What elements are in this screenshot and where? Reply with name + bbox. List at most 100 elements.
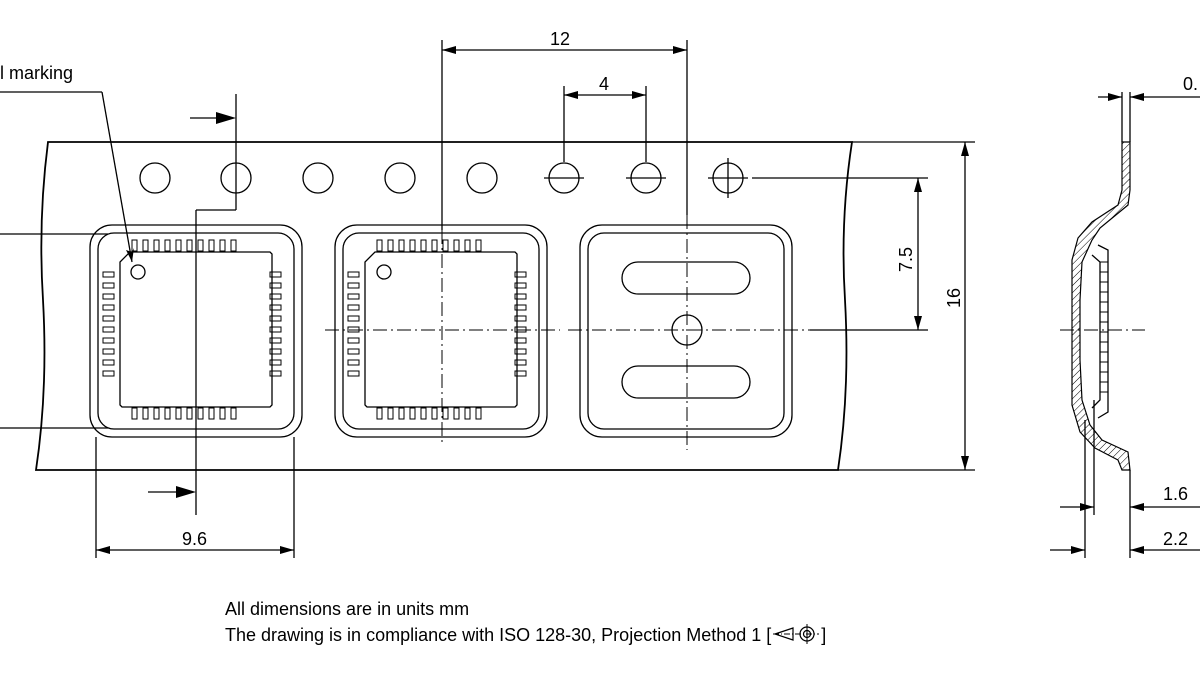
component-pin [347,359,360,366]
center-lines [195,215,810,450]
component-pin [269,348,282,355]
marking-leader [0,91,134,263]
component-pin [131,407,138,420]
component-pin [164,239,171,252]
component-pin [269,304,282,311]
component-pin [269,271,282,278]
projection-method-1-icon [773,624,820,644]
component-pin [164,407,171,420]
pin1-marker [130,264,146,280]
component-pin [376,239,383,252]
component-pin [514,282,527,289]
component-pin [230,407,237,420]
component-pin [514,271,527,278]
component-pin [387,407,394,420]
dimension-4 [563,86,647,162]
component-pin [514,315,527,322]
component-pin [347,282,360,289]
component-pin [514,370,527,377]
sprocket-holes [139,158,748,198]
component-pin [347,337,360,344]
component-pin [153,407,160,420]
component-pin [514,293,527,300]
dim-12-label: 12 [550,29,570,49]
pocket-3-empty [579,224,793,438]
dimension-16 [838,141,975,471]
sprocket-hole [302,162,334,194]
component-pin [420,407,427,420]
dim-top-right-label: 0. [1183,74,1198,94]
component-pin [347,370,360,377]
component-pin [347,315,360,322]
component-pin [197,407,204,420]
marking-label: l marking [0,63,73,83]
pocket-2 [334,224,548,438]
component-pin [269,315,282,322]
component-pin [208,239,215,252]
units-note: All dimensions are in units mm [225,599,470,619]
component-pin [186,407,193,420]
component-pin [514,337,527,344]
component-pin [153,239,160,252]
component-pin [175,239,182,252]
standard-note-end: ] [821,625,827,645]
component-pin [102,282,115,289]
component-pin [409,407,416,420]
component-pin [102,370,115,377]
component-pin [219,239,226,252]
component-pin [387,239,394,252]
component-pin [475,407,482,420]
component-pins [347,239,527,420]
component-pin [197,239,204,252]
component-pin [142,239,149,252]
component-pin [175,407,182,420]
component-pin [131,239,138,252]
component-pin [102,337,115,344]
component-pin [347,271,360,278]
sprocket-hole [384,162,416,194]
component-pin [269,370,282,377]
sprocket-hole [466,162,498,194]
component-pin [102,315,115,322]
side-section-view [1050,92,1200,558]
component-pin [102,293,115,300]
component-pin [347,348,360,355]
component-pin [475,239,482,252]
sprocket-hole [139,162,171,194]
component-pin [142,407,149,420]
component-pin [219,407,226,420]
component-pin [442,239,449,252]
dimension-7-5 [752,177,928,331]
dim-1-6-label: 1.6 [1163,484,1188,504]
standard-note: The drawing is in compliance with ISO 12… [225,622,826,648]
component-pin [269,337,282,344]
standard-note-text: The drawing is in compliance with ISO 12… [225,625,772,645]
left-reference-lines [0,233,108,429]
component-pin [102,271,115,278]
component-pin [431,239,438,252]
component-pin [376,407,383,420]
component-pin [102,326,115,333]
carrier-tape-outline [34,141,854,471]
component-pin [431,407,438,420]
component-pin [230,239,237,252]
component-pin [409,239,416,252]
component-pin [453,239,460,252]
component-pin [347,304,360,311]
component-pin [514,348,527,355]
dim-2-2-label: 2.2 [1163,529,1188,549]
dim-9-6-label: 9.6 [182,529,207,549]
component-pin [453,407,460,420]
component-pin [514,359,527,366]
component-pin [186,239,193,252]
component-pin [398,407,405,420]
component-pin [269,282,282,289]
component-pin [269,359,282,366]
section-cut-line [148,94,237,515]
dim-7-5-label: 7.5 [896,247,916,272]
component-pin [102,304,115,311]
component-pin [398,239,405,252]
component-pin [420,239,427,252]
component-pin [442,407,449,420]
